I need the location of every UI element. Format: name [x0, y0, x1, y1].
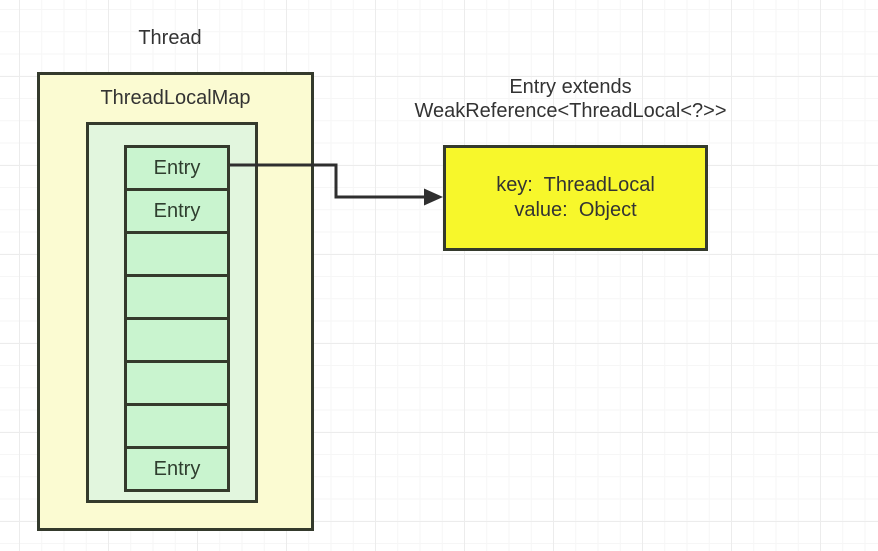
- entry-slot: Entry: [124, 188, 230, 234]
- entry-slot: Entry: [124, 446, 230, 492]
- thread-label: Thread: [138, 27, 202, 49]
- caption-line-1: Entry extends: [509, 76, 632, 98]
- entry-slot: [124, 231, 230, 277]
- threadlocalmap-label: ThreadLocalMap: [100, 87, 251, 109]
- entry-slot-label: Entry: [153, 157, 201, 179]
- entry-extends-caption: Entry extends WeakReference<ThreadLocal<…: [398, 75, 743, 123]
- reference-arrow-head-icon: [424, 188, 443, 206]
- entry-slot-label: Entry: [153, 200, 201, 222]
- entry-slot: [124, 317, 230, 363]
- entry-slot: Entry: [124, 145, 230, 191]
- entry-slot: [124, 360, 230, 406]
- entry-detail-box: key: ThreadLocal value: Object: [443, 145, 708, 251]
- entry-value-line: value: Object: [514, 199, 637, 221]
- entry-key-line: key: ThreadLocal: [496, 174, 655, 196]
- caption-line-2: WeakReference<ThreadLocal<?>>: [414, 100, 727, 122]
- entry-slot: [124, 403, 230, 449]
- entry-slot: [124, 274, 230, 320]
- entry-slot-label: Entry: [153, 458, 201, 480]
